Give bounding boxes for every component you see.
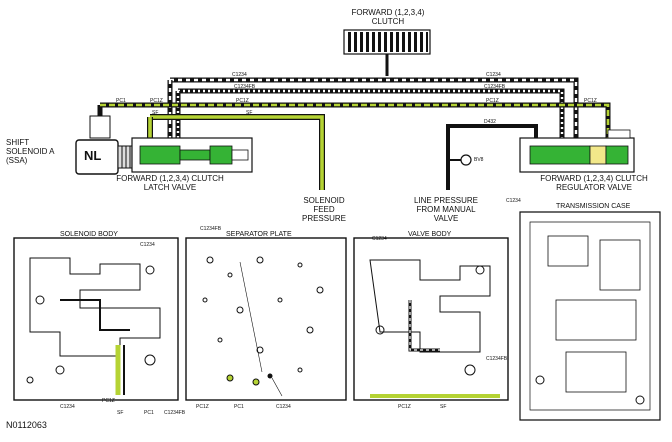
- valve-body-panel: [353, 237, 509, 401]
- passage-label-c1234-right: C1234: [486, 72, 501, 78]
- shift-solenoid-a: [75, 115, 133, 175]
- latch-valve-label-line2: LATCH VALVE: [143, 183, 197, 192]
- passage-label-c1234fb-left: C1234FB: [234, 84, 256, 90]
- shift-solenoid-label-line2: SOLENOID A: [6, 147, 55, 156]
- solenoid-feed-label-line1: SOLENOID: [303, 196, 345, 205]
- panel-title-separator-plate: SEPARATOR PLATE: [226, 231, 292, 238]
- passage-label-d432: D432: [484, 119, 496, 125]
- callout-valve-c1234: C1234: [372, 236, 387, 242]
- shift-solenoid-label: SHIFT SOLENOID A (SSA): [6, 138, 66, 165]
- passage-label-c1234-left: C1234: [232, 72, 247, 78]
- line-pressure-label-line1: LINE PRESSURE: [413, 196, 479, 205]
- transmission-case-panel: [519, 211, 661, 421]
- callout-plate-pc1: PC1: [234, 404, 244, 410]
- separator-plate-panel: [185, 237, 347, 401]
- callout-solenoid-c1234fb: C1234FB: [164, 410, 186, 416]
- solenoid-body-panel: [13, 237, 179, 401]
- callout-case-c1234: C1234: [506, 198, 521, 204]
- solenoid-feed-label-line3: PRESSURE: [301, 214, 346, 223]
- passage-label-sf-a: SF: [152, 110, 159, 116]
- passage-label-bv8: BV8: [474, 157, 484, 163]
- solenoid-feed-label: SOLENOID FEED PRESSURE: [296, 196, 352, 223]
- passage-label-pc1: PC1: [116, 98, 126, 104]
- regulator-valve-label: FORWARD (1,2,3,4) CLUTCH REGULATOR VALVE: [534, 174, 654, 192]
- latch-valve: [131, 137, 253, 173]
- forward-clutch-symbol: [343, 29, 431, 76]
- latch-valve-label-line1: FORWARD (1,2,3,4) CLUTCH: [116, 174, 224, 183]
- forward-clutch-label-line1: FORWARD (1,2,3,4): [351, 8, 425, 17]
- forward-clutch-label: FORWARD (1,2,3,4) CLUTCH: [340, 8, 436, 26]
- callout-valve-sf: SF: [440, 404, 447, 410]
- callout-solenoid-c1234-top: C1234: [140, 242, 155, 248]
- solenoid-feed-label-line2: FEED: [313, 205, 335, 214]
- callout-valve-pc1z: PC1Z: [398, 404, 411, 410]
- panel-title-valve-body: VALVE BODY: [408, 231, 452, 238]
- line-pressure-label-line2: FROM MANUAL: [416, 205, 476, 214]
- passage-label-c1234fb-right: C1234FB: [484, 84, 506, 90]
- regulator-valve-label-line1: FORWARD (1,2,3,4) CLUTCH: [540, 174, 648, 183]
- passage-label-pc1z-b: PC1Z: [236, 98, 249, 104]
- d432-passage: [446, 124, 538, 190]
- forward-clutch-label-line2: CLUTCH: [371, 17, 405, 26]
- shift-solenoid-label-line3: (SSA): [6, 156, 28, 165]
- callout-solenoid-sf: SF: [117, 410, 124, 416]
- passage-label-pc1z-d: PC1Z: [584, 98, 597, 104]
- callout-solenoid-pc1z: PC1Z: [102, 398, 115, 404]
- latch-valve-label: FORWARD (1,2,3,4) CLUTCH LATCH VALVE: [110, 174, 230, 192]
- passage-label-pc1z-c: PC1Z: [486, 98, 499, 104]
- line-pressure-label-line3: VALVE: [433, 214, 459, 223]
- regulator-valve-label-line2: REGULATOR VALVE: [556, 183, 632, 192]
- callout-plate-c1234: C1234: [276, 404, 291, 410]
- panel-title-solenoid-body: SOLENOID BODY: [60, 231, 118, 238]
- callout-valve-c1234fb: C1234FB: [486, 356, 508, 362]
- line-pressure-label: LINE PRESSURE FROM MANUAL VALVE: [406, 196, 486, 223]
- nl-label: NL: [84, 148, 102, 163]
- shift-solenoid-label-line1: SHIFT: [6, 138, 30, 147]
- regulator-valve: [519, 129, 635, 173]
- callout-solenoid-pc1: PC1: [144, 410, 154, 416]
- figure-id: N0112063: [6, 420, 47, 430]
- passage-label-pc1z-a: PC1Z: [150, 98, 163, 104]
- callout-plate-c1234fb: C1234FB: [200, 226, 222, 232]
- callout-solenoid-c1234-bottom: C1234: [60, 404, 75, 410]
- callout-plate-pc1z: PC1Z: [196, 404, 209, 410]
- panel-title-transmission-case: TRANSMISSION CASE: [556, 203, 631, 210]
- passage-label-sf-b: SF: [246, 110, 253, 116]
